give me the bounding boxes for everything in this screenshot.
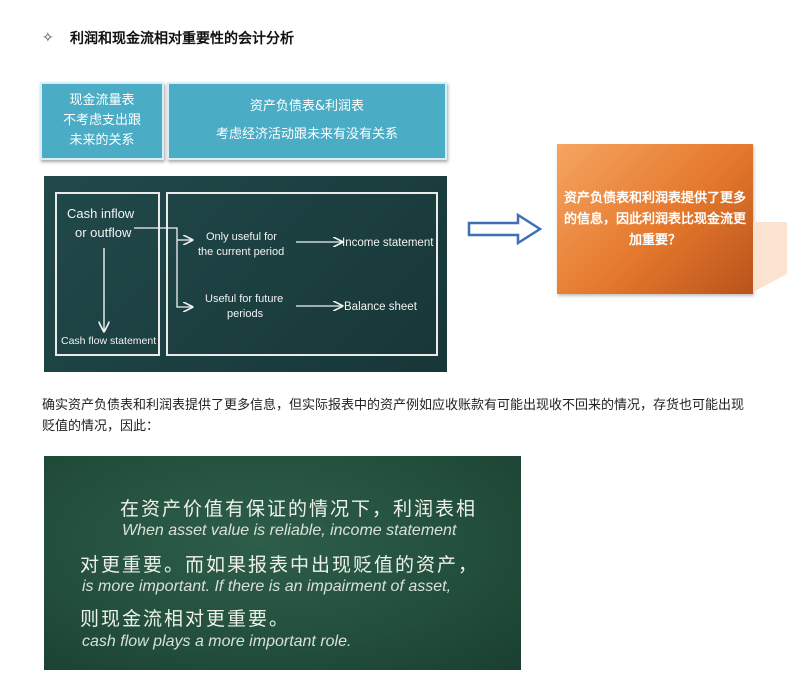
board-line-2: When asset value is reliable, income sta…	[122, 522, 457, 539]
balance-income-box-line-2: 考虑经济活动跟未来有没有关系	[215, 127, 398, 142]
handwritten-board: 在资产价值有保证的情况下，利润表相 When asset value is re…	[44, 456, 521, 670]
cash-inflow-label-1: Cash inflow	[67, 206, 135, 221]
chalkboard-diagram: Cash inflow or outflow Cash flow stateme…	[44, 176, 447, 372]
cash-flow-statement-label: Cash flow statement	[61, 335, 156, 347]
right-frame	[166, 192, 438, 356]
cash-flow-box-line-2: 不考虑支出跟	[62, 113, 141, 128]
future-periods-label-1: Useful for future	[205, 293, 283, 305]
future-periods-label-2: periods	[227, 308, 264, 320]
callout-tab-shape	[753, 222, 787, 296]
title-row: ✧ 利润和现金流相对重要性的会计分析	[42, 28, 294, 48]
balance-sheet-label: Balance sheet	[344, 301, 418, 313]
balance-income-box-line-1: 资产负债表&利润表	[249, 99, 365, 114]
balance-income-box: 资产负债表&利润表 考虑经济活动跟未来有没有关系	[167, 82, 447, 160]
cash-inflow-label-2: or outflow	[75, 225, 132, 240]
current-period-label-1: Only useful for	[206, 231, 277, 243]
right-arrow-icon	[466, 211, 544, 251]
branch-arrow-future	[134, 227, 192, 307]
page-title: 利润和现金流相对重要性的会计分析	[70, 31, 294, 47]
diagram-svg: Cash inflow or outflow Cash flow stateme…	[55, 192, 438, 356]
callout-text: 资产负债表和利润表提供了更多的信息，因此利润表比现金流更加重要？	[563, 190, 746, 248]
cash-flow-box: 现金流量表 不考虑支出跟 未来的关系	[40, 82, 164, 160]
sparkle-icon: ✧	[42, 30, 54, 46]
board-line-1: 在资产价值有保证的情况下，利润表相	[120, 498, 478, 520]
question-callout: 资产负债表和利润表提供了更多的信息，因此利润表比现金流更加重要？	[557, 144, 753, 294]
board-line-5: 则现金流相对更重要。	[80, 608, 291, 630]
current-period-label-2: the current period	[198, 246, 284, 258]
explanation-paragraph: 确实资产负债表和利润表提供了更多信息，但实际报表中的资产例如应收账款有可能出现收…	[42, 398, 745, 434]
left-frame	[55, 192, 160, 356]
board-line-6: cash flow plays a more important role.	[82, 633, 352, 650]
cash-flow-box-line-3: 未来的关系	[69, 133, 135, 148]
board-line-4: is more important. If there is an impair…	[82, 578, 452, 595]
board-line-3: 对更重要。而如果报表中出现贬值的资产，	[80, 554, 480, 576]
cash-flow-box-line-1: 现金流量表	[69, 93, 135, 108]
income-statement-label: Income statement	[342, 237, 434, 249]
